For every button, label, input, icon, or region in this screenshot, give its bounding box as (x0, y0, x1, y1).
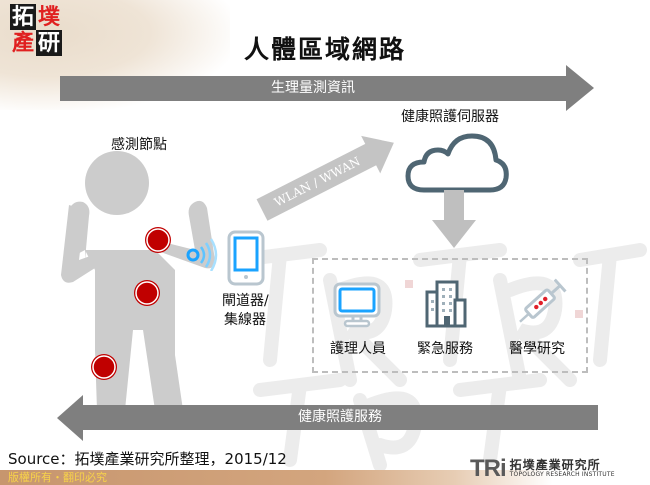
tablet-gateway-icon (227, 230, 265, 286)
healthcare-services-arrow: 健康照護服務 (82, 405, 598, 430)
arrow-left-icon (57, 395, 83, 441)
source-citation: Source：拓墣產業研究所整理，2015/12 (8, 450, 287, 468)
wlan-wwan-arrow: WLAN / WWAN (256, 124, 404, 221)
tri-logo: TRi 拓墣產業研究所 TOPOLOGY RESEARCH INSTITUTE (470, 455, 615, 483)
gateway-label-line2: 集線器 (224, 312, 266, 328)
logo-char: 拓 (10, 4, 36, 30)
gateway-label-line1: 閘道器/ (222, 293, 269, 309)
page-title: 人體區域網路 (243, 35, 406, 64)
org-name-en: TOPOLOGY RESEARCH INSTITUTE (509, 471, 615, 479)
logo-char: 墣 (37, 4, 60, 30)
arrow-right-icon (566, 65, 594, 111)
building-icon (425, 280, 467, 328)
physiological-data-arrow: 生理量測資訊 (60, 76, 566, 101)
syringe-icon (519, 278, 567, 323)
down-arrow-icon (432, 190, 476, 248)
cloud-icon (405, 133, 509, 193)
logo-char: 產 (11, 30, 34, 56)
footer-strip (0, 470, 650, 485)
logo: 拓 墣 產 研 (10, 4, 62, 56)
wlan-wwan-label: WLAN / WWAN (256, 143, 378, 221)
service-label-emergency: 緊急服務 (417, 341, 473, 357)
sensor-node-label: 感測節點 (111, 137, 167, 153)
services-box (312, 258, 588, 373)
human-body-icon (61, 151, 215, 410)
tri-logo-mark: TRi (470, 455, 507, 482)
server-label: 健康照護伺服器 (401, 109, 499, 125)
service-label-nurses: 護理人員 (330, 341, 386, 357)
wireless-signal-icon (186, 238, 218, 271)
copyright-notice: 版權所有・翻印必究 (8, 471, 107, 484)
service-label-research: 醫學研究 (509, 341, 565, 357)
monitor-icon (333, 282, 381, 328)
logo-char: 研 (36, 30, 62, 56)
org-name-cn: 拓墣產業研究所 (509, 458, 601, 473)
